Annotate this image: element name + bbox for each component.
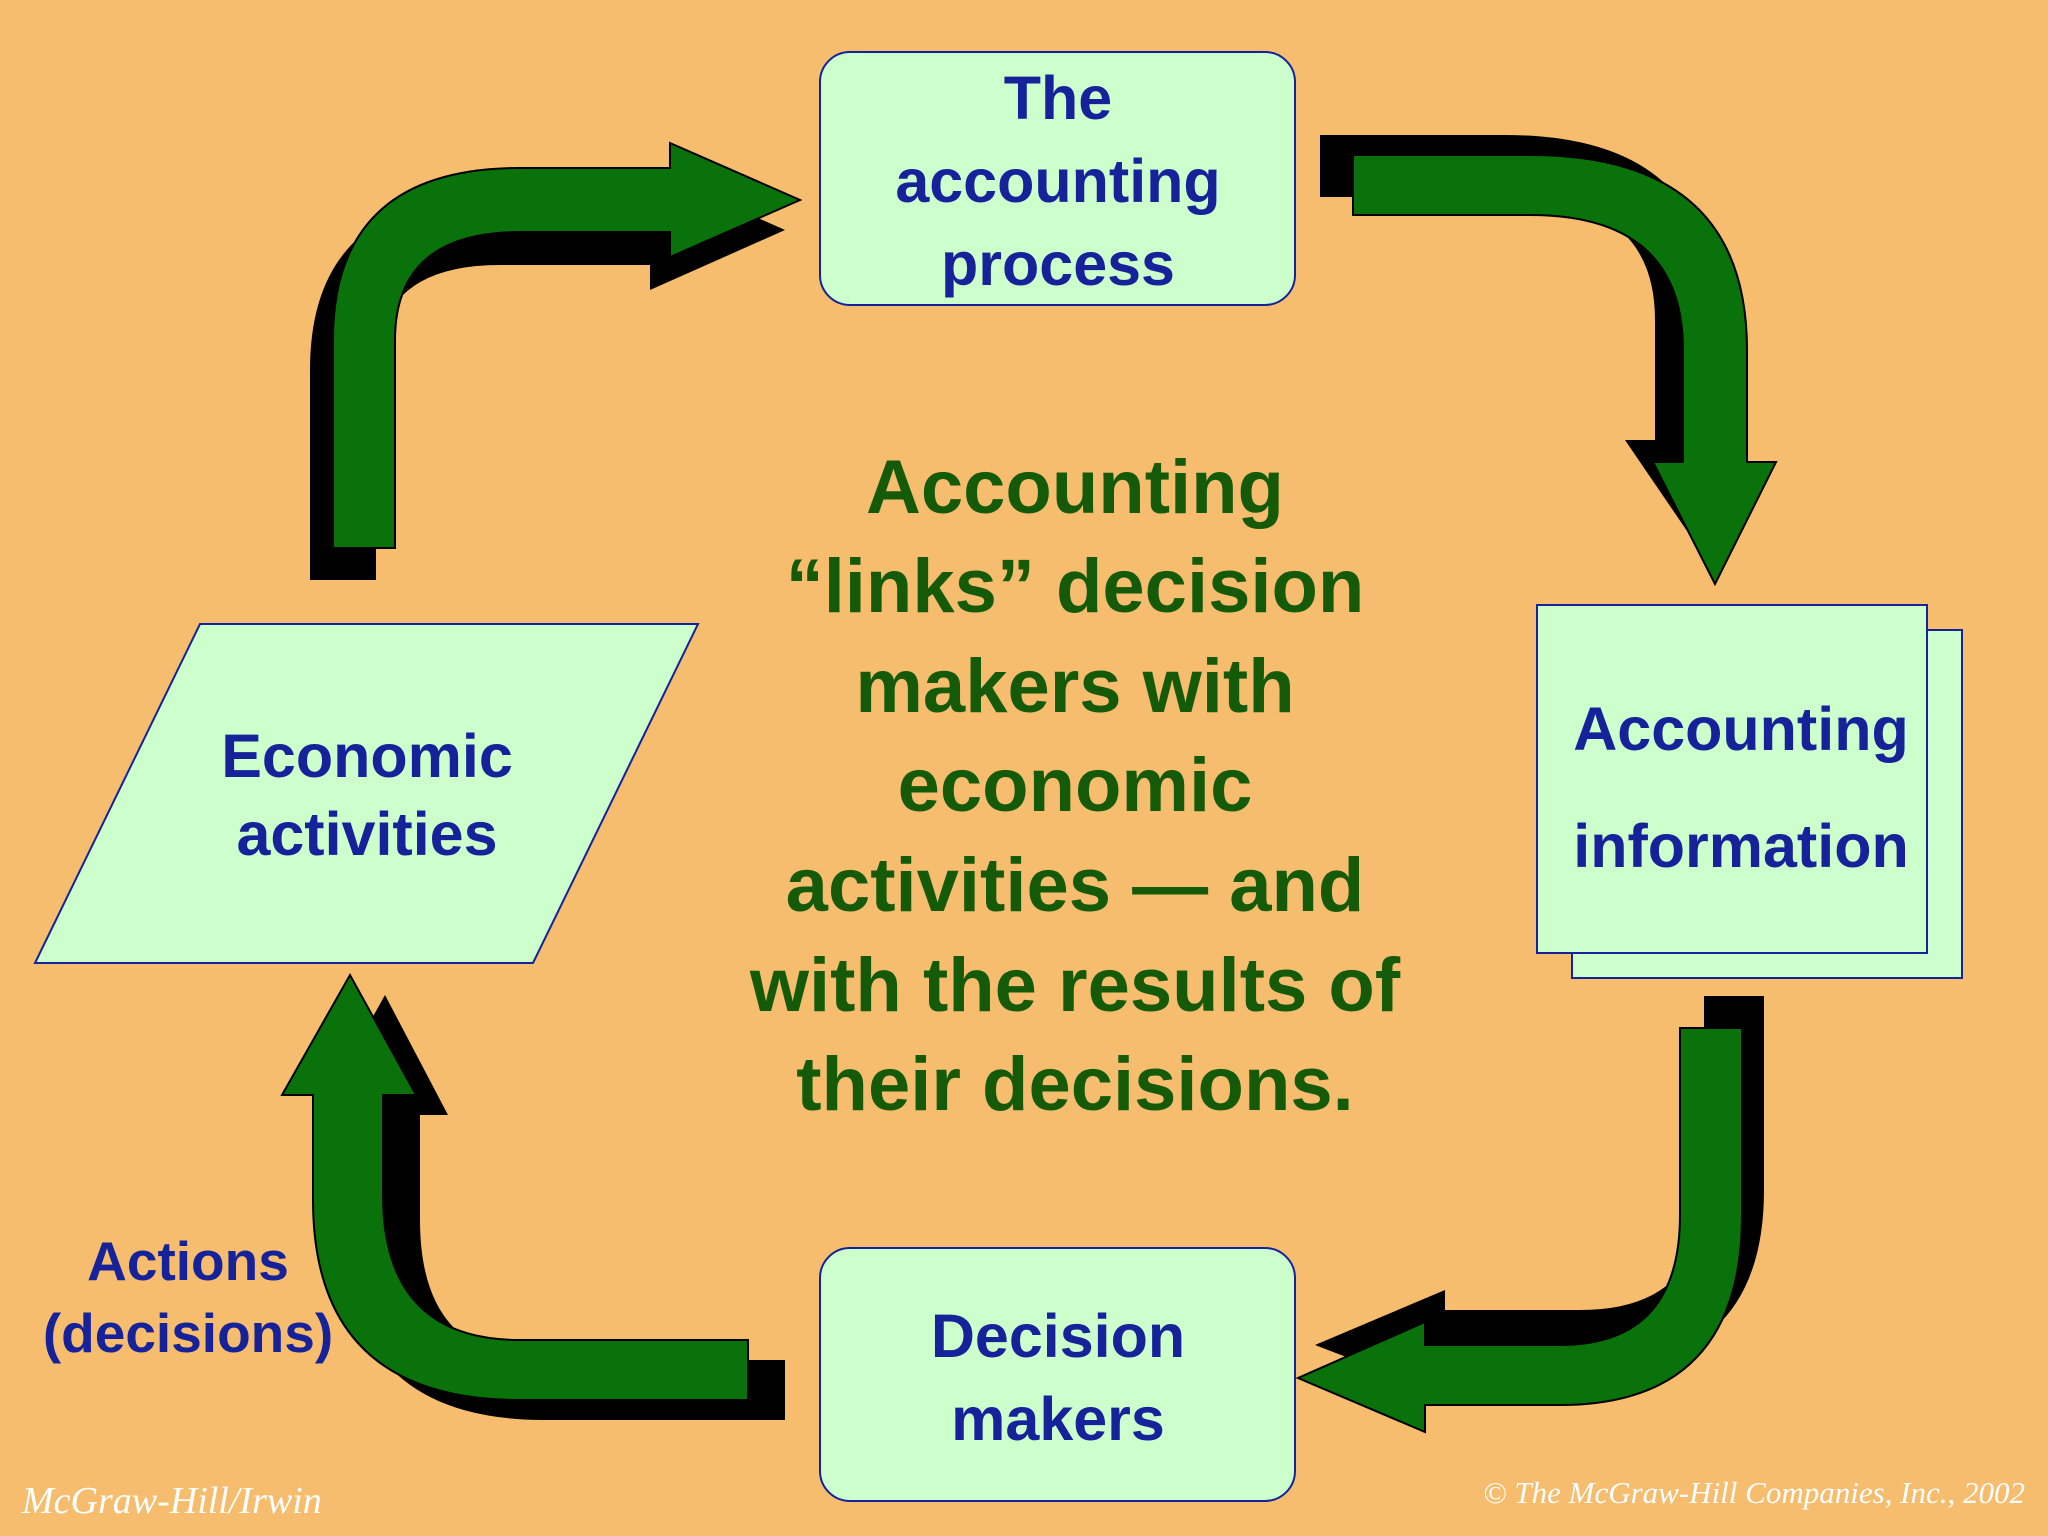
actions-label-line: (decisions)	[43, 1302, 333, 1364]
arrow-process-to-information	[1320, 135, 1778, 587]
actions-label: Actions (decisions)	[43, 1230, 333, 1364]
node-decision-makers: Decision makers	[819, 1247, 1296, 1502]
arrow-economic-to-process	[310, 141, 803, 580]
node-label-line: accounting	[895, 147, 1220, 215]
center-message-line: their decisions.	[796, 1042, 1354, 1127]
center-message-line: “links” decision	[786, 544, 1365, 629]
actions-label-line: Actions	[87, 1230, 289, 1292]
center-message-line: with the results of	[749, 943, 1401, 1028]
node-box	[1536, 604, 1928, 954]
publisher-credit: McGraw-Hill/Irwin	[21, 1480, 322, 1522]
node-label-line: Accounting	[1573, 695, 1908, 763]
center-message-line: Accounting	[866, 445, 1284, 530]
node-label-line: makers	[951, 1385, 1165, 1453]
arrow-shadow	[318, 995, 785, 1420]
node-label-line: process	[941, 230, 1175, 298]
copyright-notice: © The McGraw-Hill Companies, Inc., 2002	[1483, 1475, 2025, 1510]
node-economic-activities: Economic activities	[33, 623, 700, 964]
node-label-line: activities	[236, 800, 497, 868]
arrow-shadow	[1315, 996, 1764, 1395]
center-message-line: economic	[898, 743, 1253, 828]
arrow-shadow	[310, 170, 785, 580]
node-label-line: information	[1573, 812, 1908, 880]
node-label-line: Economic	[221, 722, 513, 790]
node-box	[819, 51, 1296, 306]
arrow-information-to-decision-makers	[1295, 996, 1764, 1434]
center-message: Accounting “links” decision makers with …	[749, 445, 1401, 1127]
node-accounting-process: The accounting process	[819, 51, 1296, 306]
center-message-line: makers with	[855, 644, 1294, 729]
node-label-line: The	[1004, 64, 1112, 132]
arrow-decision-makers-to-economic	[280, 972, 785, 1420]
arrow-body	[1295, 1027, 1743, 1434]
node-accounting-information: Accounting information	[1536, 604, 1963, 979]
node-box	[819, 1247, 1296, 1502]
arrow-body	[280, 972, 749, 1401]
arrow-body	[1352, 154, 1778, 587]
node-label-line: Decision	[931, 1302, 1185, 1370]
center-message-line: activities — and	[786, 843, 1365, 928]
arrow-body	[332, 141, 803, 549]
node-box	[33, 623, 700, 964]
